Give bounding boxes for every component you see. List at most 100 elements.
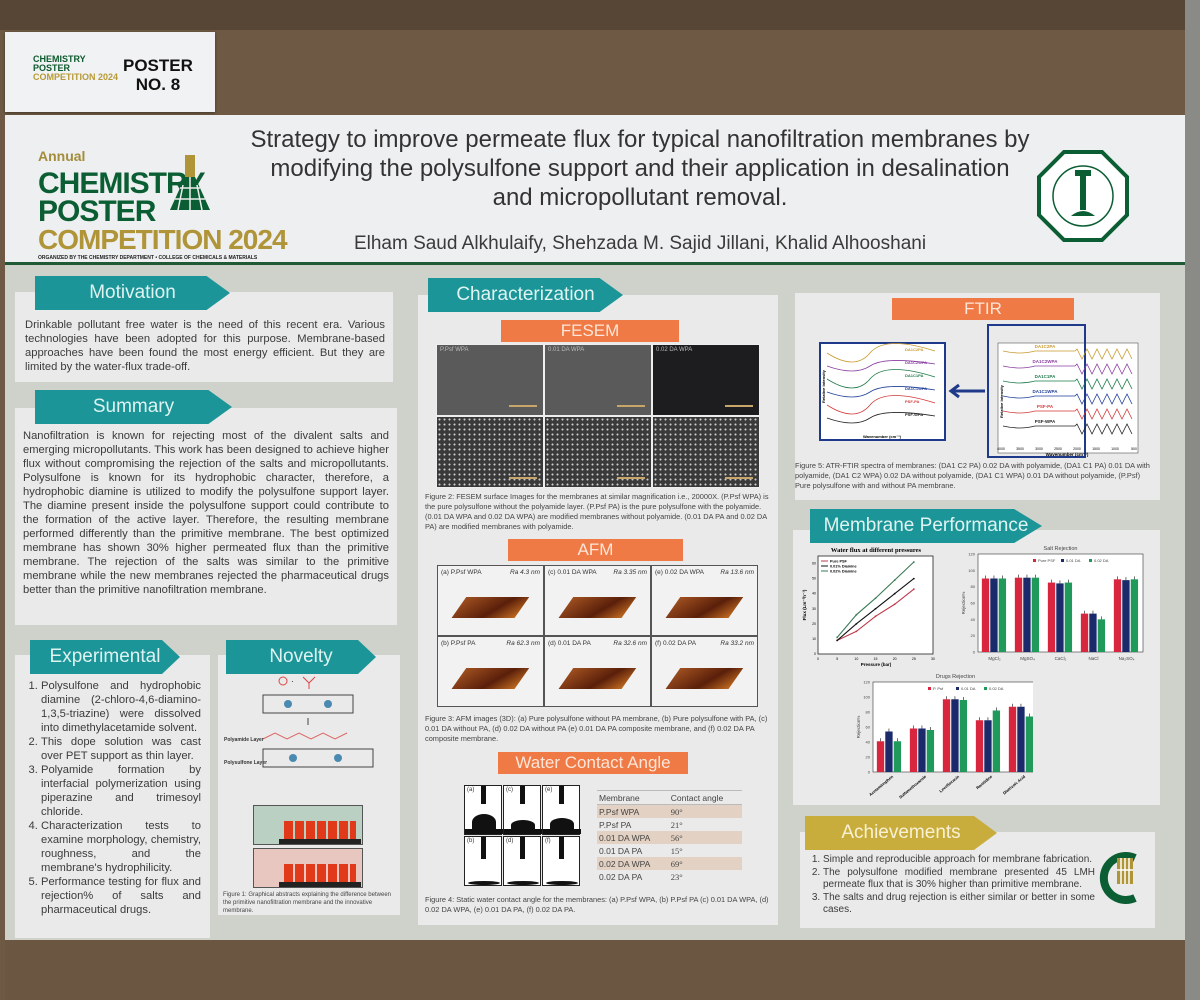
afm-sample-label: (f) 0.02 DA PA	[655, 640, 697, 647]
scale-bar	[509, 477, 537, 479]
data-point	[874, 597, 877, 600]
y-tick-label: 20	[866, 755, 871, 760]
water-drop	[507, 881, 539, 885]
bar	[975, 720, 984, 772]
bar	[1097, 619, 1106, 652]
figure-4-caption: Figure 4: Static water contact angle for…	[425, 895, 769, 914]
figure-3-caption: Figure 3: AFM images (3D): (a) Pure poly…	[425, 714, 768, 743]
water-drop-image: (a)	[464, 785, 503, 835]
y-tick-label: 0	[868, 770, 871, 775]
afm-surface	[558, 597, 637, 618]
afm-surface	[665, 597, 744, 618]
data-point	[893, 603, 896, 606]
ftir-series	[1002, 408, 1133, 420]
logo-organizer: ORGANIZED BY THE CHEMISTRY DEPARTMENT • …	[38, 255, 258, 261]
data-point	[912, 577, 915, 580]
arrow-left-icon	[948, 383, 985, 399]
salt-rejection-chart: Salt Rejection020406080100120Rejection%M…	[961, 546, 1144, 661]
ftir-series	[1002, 423, 1133, 435]
legend-label: Pure PSF	[1038, 558, 1056, 563]
scale-bar	[725, 405, 753, 407]
y-tick-label: 100	[863, 695, 870, 700]
contact-angle-value: 21°	[670, 819, 683, 830]
y-tick-label: 80	[866, 710, 871, 715]
membrane-name: P.Psf PA	[599, 819, 632, 830]
fesem-image-label: P.Psf WPA	[440, 347, 469, 353]
legend-swatch	[1089, 559, 1092, 562]
poster-authors: Elham Saud Alkhulaify, Shehzada M. Sajid…	[353, 233, 927, 254]
bar	[1122, 580, 1130, 652]
x-tick-label: 30	[931, 657, 935, 661]
y-tick-label: 60	[971, 601, 976, 606]
experimental-list: Polysulfone and hydrophobic diamine (2-c…	[23, 679, 201, 917]
ftir-zoom-x-label: Wavenumber (cm⁻¹)	[863, 434, 902, 439]
contact-angle-value: 69°	[668, 857, 742, 870]
bar	[959, 700, 968, 772]
y-tick-label: 120	[863, 680, 870, 685]
y-axis-label: Flux (Lm⁻²h⁻¹)	[802, 589, 807, 620]
afm-sample-label: (e) 0.02 DA WPA	[655, 569, 705, 576]
bar	[1113, 579, 1122, 652]
summary-panel: Nanofiltration is known for rejecting mo…	[15, 408, 397, 625]
innovative-membrane-diagram	[253, 848, 363, 888]
ftir-zoom-series-label: DA1C1PA	[905, 373, 923, 378]
legend-label: 0.02 DA	[989, 686, 1004, 691]
y-tick-label: 60	[812, 562, 816, 566]
chart-title: Salt Rejection	[1044, 546, 1078, 552]
afm-surface	[451, 597, 530, 618]
table-header: Membrane	[597, 790, 669, 805]
x-tick-label: Na₂SO₄	[1119, 656, 1135, 661]
ftir-x-label: Wavenumber (cm⁻¹)	[1046, 452, 1089, 457]
board-frame	[1185, 0, 1200, 1000]
ftir-series	[1002, 378, 1133, 390]
fesem-label: FESEM	[501, 320, 679, 342]
experimental-step: Characterization tests to examine morpho…	[41, 819, 201, 875]
legend-label: 0.01 DA	[1066, 558, 1081, 563]
bar	[885, 731, 893, 772]
afm-roughness: Ra 13.6 nm	[720, 569, 754, 576]
ftir-series	[1002, 348, 1133, 360]
performance-heading: Membrane Performance	[810, 509, 1042, 543]
logo-annual: Annual	[38, 148, 86, 164]
experimental-step: Polysulfone and hydrophobic diamine (2-c…	[41, 679, 201, 735]
fesem-image	[652, 416, 760, 488]
legend-swatch	[984, 687, 987, 690]
experimental-panel: Polysulfone and hydrophobic diamine (2-c…	[15, 655, 210, 938]
motivation-heading: Motivation	[35, 276, 230, 310]
legend-label: P. Psf	[933, 686, 944, 691]
bar	[1008, 706, 1017, 772]
legend-label: 0.02 DA	[1094, 558, 1109, 563]
ftir-series-label: DA1C1WPA	[1033, 389, 1059, 394]
contact-angle-value: 23°	[670, 871, 683, 882]
data-point	[893, 579, 896, 582]
x-tick-label: 15	[874, 657, 878, 661]
y-tick-label: 30	[812, 607, 816, 611]
svg-text:·: ·	[291, 677, 294, 686]
substrate	[465, 829, 503, 834]
water-drop	[468, 881, 500, 885]
ftir-spectra: DA1C2PADA1C2WPADA1C1PADA1C1WPAPSF-PAPSF-…	[819, 324, 1139, 458]
fesem-image-label: 0.01 DA WPA	[548, 347, 585, 353]
water-drop-image: (e)	[542, 785, 581, 835]
contact-angle-value: 90°	[668, 804, 742, 818]
bar	[1025, 716, 1033, 772]
bar	[1064, 582, 1073, 652]
y-tick-label: 40	[971, 617, 976, 622]
ftir-series	[1002, 393, 1133, 405]
afm-image: (e) 0.02 DA WPA Ra 13.6 nm	[651, 565, 758, 636]
ftir-zoom-series	[826, 412, 936, 424]
needle	[481, 837, 486, 859]
ftir-series	[1002, 363, 1133, 375]
novelty-schematic: ·	[262, 676, 374, 768]
bar	[909, 728, 918, 772]
ftir-zoom-region	[987, 324, 1086, 458]
bar	[1031, 577, 1040, 652]
fesem-image-label: 0.02 DA WPA	[656, 347, 693, 353]
data-point	[912, 561, 915, 563]
afm-sample-label: (a) P.Psf WPA	[441, 569, 482, 576]
afm-surface	[665, 668, 744, 689]
logo-line2: POSTER	[38, 195, 156, 228]
